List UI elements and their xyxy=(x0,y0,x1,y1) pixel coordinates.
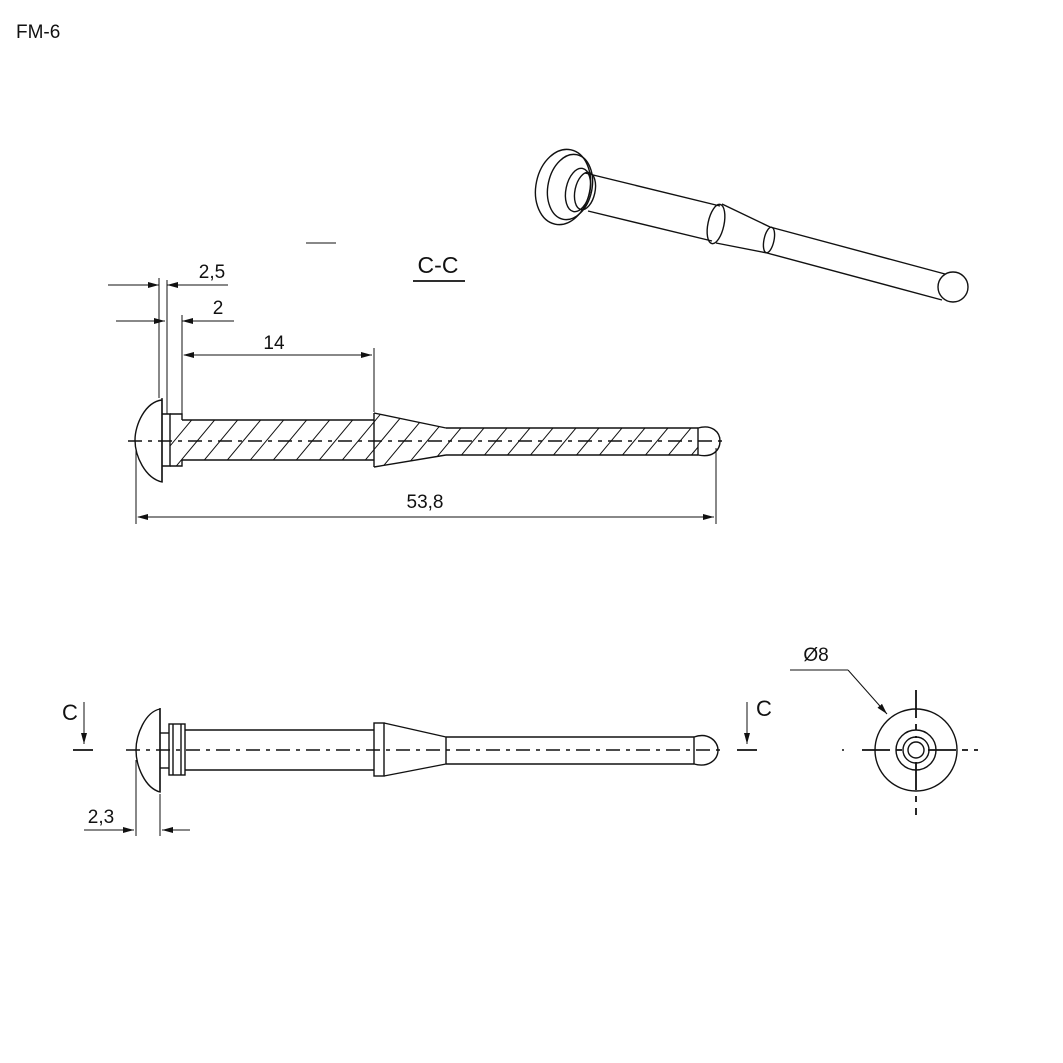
section-marker-left xyxy=(73,702,93,751)
dim-diameter-label: Ø8 xyxy=(803,645,828,666)
isometric-view xyxy=(534,148,969,303)
section-marker-right-label: C xyxy=(756,696,772,721)
dim-groove-width-label: 2 xyxy=(213,298,224,319)
section-marker-right xyxy=(737,702,757,751)
section-hatch-line xyxy=(471,413,523,467)
dimension-flange-thickness xyxy=(84,760,190,836)
section-hatch-line xyxy=(241,413,293,467)
dim-overall-length-label: 53,8 xyxy=(407,492,444,513)
section-hatch-line xyxy=(425,413,477,467)
section-hatch-line xyxy=(725,410,775,470)
section-hatch-line xyxy=(540,413,592,467)
part-code-label: FM-6 xyxy=(16,22,60,43)
section-hatch-line xyxy=(218,413,270,467)
dimension-head-thickness xyxy=(108,278,228,414)
section-hatch-line xyxy=(195,413,247,467)
dimension-shank-length xyxy=(183,348,375,412)
dimension-overall-length xyxy=(135,448,717,524)
section-hatch-line xyxy=(356,413,408,467)
section-hatch-line xyxy=(264,413,316,467)
section-hatch-line xyxy=(310,413,362,467)
section-hatch-line xyxy=(448,413,500,467)
section-hatch-line xyxy=(609,413,661,467)
section-marker-left-label: C xyxy=(62,700,78,725)
side-view xyxy=(126,708,724,793)
section-hatch-line xyxy=(172,413,224,467)
section-hatch-line xyxy=(748,410,798,470)
dimension-diameter xyxy=(790,669,888,715)
section-hatch-line xyxy=(586,413,638,467)
section-hatch-line xyxy=(170,413,201,467)
section-hatch-line xyxy=(333,413,385,467)
section-hatch-line xyxy=(563,413,615,467)
section-title: C-C xyxy=(418,252,459,278)
dimension-groove-width xyxy=(116,315,234,414)
section-hatch-line xyxy=(702,410,752,470)
end-view xyxy=(842,690,978,815)
section-hatch-line xyxy=(632,413,684,467)
section-hatch-line xyxy=(678,413,698,467)
section-hatch-line xyxy=(287,413,339,467)
section-hatch-line xyxy=(494,413,546,467)
dim-head-thickness-label: 2,5 xyxy=(199,262,225,283)
dim-flange-thickness-label: 2,3 xyxy=(88,807,114,828)
section-view xyxy=(128,398,798,483)
section-hatch-line xyxy=(517,413,569,467)
dim-shank-length-label: 14 xyxy=(263,333,285,354)
